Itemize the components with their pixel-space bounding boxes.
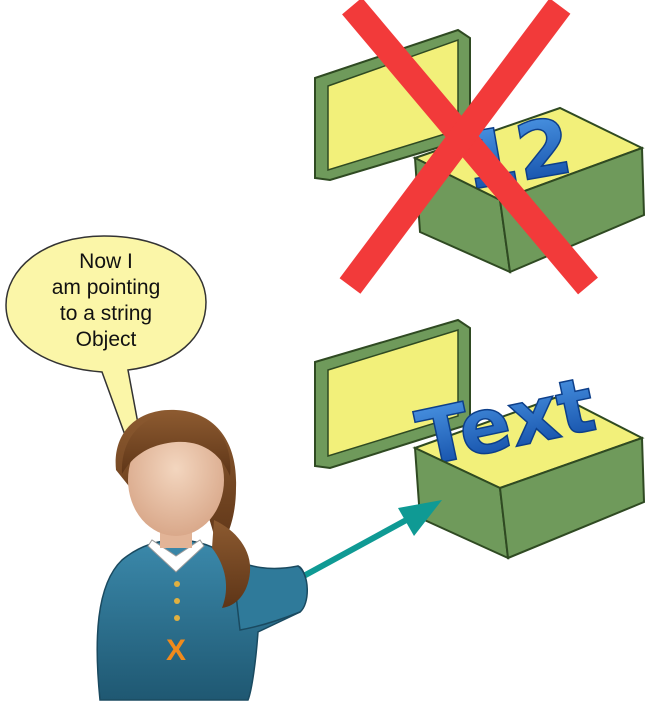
person-face <box>128 424 224 536</box>
speech-line-3: to a string <box>60 302 152 325</box>
shirt-button-1 <box>174 581 180 587</box>
new-box: Text <box>314 318 646 560</box>
speech-bubble: Now I am pointing to a string Object <box>5 235 207 521</box>
pointer-arrow-head <box>398 500 442 536</box>
person-arm <box>231 558 308 631</box>
shirt-button-3 <box>174 615 180 621</box>
new-box-lid-inner <box>327 328 459 458</box>
speech-line-4: Object <box>76 328 137 351</box>
variable-label: X <box>166 634 186 667</box>
new-box-side <box>498 436 646 560</box>
old-box: 12 <box>314 0 646 295</box>
cross-stroke-2 <box>339 0 571 294</box>
speech-line-2: am pointing <box>52 276 161 299</box>
speech-line-1: Now I <box>79 250 133 273</box>
person: X <box>96 409 308 701</box>
shirt-button-2 <box>174 598 180 604</box>
person-ponytail <box>212 520 251 608</box>
person-hair-front <box>121 412 231 476</box>
